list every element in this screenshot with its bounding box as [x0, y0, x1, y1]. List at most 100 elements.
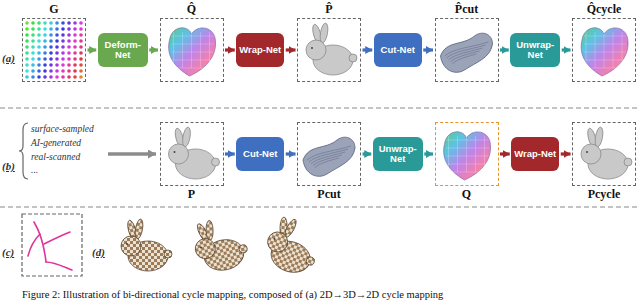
figure-art	[169, 28, 216, 76]
grid-point	[55, 69, 59, 73]
flow-arrow	[424, 152, 433, 155]
row-tag: (d)	[92, 246, 105, 258]
grid-point	[37, 27, 41, 31]
panel-label: P̂cut	[424, 3, 510, 16]
grid-point	[37, 75, 41, 79]
grid-point	[73, 57, 77, 61]
grid-point	[67, 39, 71, 43]
grid-point	[43, 57, 47, 61]
grid-point	[55, 33, 59, 37]
panel-label: P	[149, 188, 235, 201]
figure-panel: Pcut	[297, 122, 361, 186]
grid-point	[79, 27, 83, 31]
panel-label: Q̂	[149, 3, 235, 16]
grid-point	[31, 21, 35, 25]
figure-panel: P	[160, 122, 224, 186]
figure-panel: P̂cut	[435, 18, 499, 82]
flow-arrow	[562, 48, 571, 51]
flow-arrow	[286, 48, 296, 51]
figure-art	[441, 33, 493, 72]
grid-point	[61, 69, 65, 73]
grid-point	[31, 45, 35, 49]
network-name: Cut-Net	[243, 149, 277, 159]
flow-arrow	[363, 152, 372, 155]
grid-point	[67, 75, 71, 79]
grid-point	[43, 21, 47, 25]
input-source: surface-sampled	[31, 124, 94, 135]
row-separator	[0, 207, 640, 208]
network-box: Deform-Net	[98, 33, 148, 67]
uv-blob	[581, 28, 628, 76]
grid-point	[73, 39, 77, 43]
uv-mesh	[172, 32, 214, 68]
grid-point	[61, 45, 65, 49]
grid-point	[79, 39, 83, 43]
grid-point	[55, 21, 59, 25]
grid-point	[49, 27, 53, 31]
grid-point	[43, 33, 47, 37]
figure-art	[581, 127, 632, 179]
grid-point	[73, 69, 77, 73]
figure-art	[169, 127, 220, 179]
uv-mesh	[584, 32, 626, 68]
flow-arrow	[149, 48, 158, 51]
grid-point	[73, 33, 77, 37]
grid-point	[37, 57, 41, 61]
cut-seams	[28, 222, 72, 270]
figure-panel: Q̂cycle	[572, 18, 636, 82]
flow-arrow	[225, 48, 235, 51]
grid-point	[37, 45, 41, 49]
uv-blob	[444, 132, 491, 180]
textured-bunny	[121, 219, 172, 271]
uv-blob	[169, 28, 216, 76]
seam-panel	[22, 214, 82, 276]
network-box: Cut-Net	[374, 33, 422, 67]
panel-label: Pcut	[286, 188, 372, 201]
panel-label: Pcycle	[561, 188, 640, 201]
figure-panel: P̂	[297, 18, 361, 82]
grid-point	[73, 21, 77, 25]
grid-point	[37, 63, 41, 67]
grid-point	[67, 45, 71, 49]
grid-point	[79, 57, 83, 61]
textured-bunny	[260, 213, 325, 279]
cut-surface	[441, 33, 493, 72]
grid-point	[43, 39, 47, 43]
grid-point	[31, 51, 35, 55]
flow-arrow	[363, 48, 373, 51]
network-name: Unwrap-Net	[511, 40, 559, 61]
grid-point	[49, 57, 53, 61]
bunny-shape	[169, 127, 220, 179]
grid-point	[25, 45, 29, 49]
input-arrow	[108, 152, 156, 156]
grid-point	[73, 45, 77, 49]
figure-panel: Pcycle	[572, 122, 636, 186]
grid-point	[43, 45, 47, 49]
grid-point	[37, 69, 41, 73]
grid-point	[55, 45, 59, 49]
grid-point	[61, 63, 65, 67]
textured-bunny	[190, 213, 251, 275]
grid-point	[25, 75, 29, 79]
grid-point	[61, 57, 65, 61]
grid-point	[43, 27, 47, 31]
grid-point	[43, 69, 47, 73]
grid-point	[31, 69, 35, 73]
network-box: Unwrap-Net	[510, 33, 560, 67]
point-grid	[25, 21, 83, 79]
panel-label: Q̂cycle	[561, 3, 640, 16]
figure-art	[25, 21, 83, 79]
panel-label: P̂	[286, 3, 372, 16]
flow-arrow	[561, 152, 571, 155]
grid-point	[79, 33, 83, 37]
figure-panel: Q	[435, 122, 499, 186]
row-tag: (c)	[2, 246, 14, 258]
grid-point	[31, 63, 35, 67]
grid-point	[61, 21, 65, 25]
grid-point	[67, 51, 71, 55]
grid-point	[73, 63, 77, 67]
grid-point	[55, 27, 59, 31]
cut-stripes	[307, 146, 351, 168]
grid-point	[67, 27, 71, 31]
grid-point	[49, 63, 53, 67]
